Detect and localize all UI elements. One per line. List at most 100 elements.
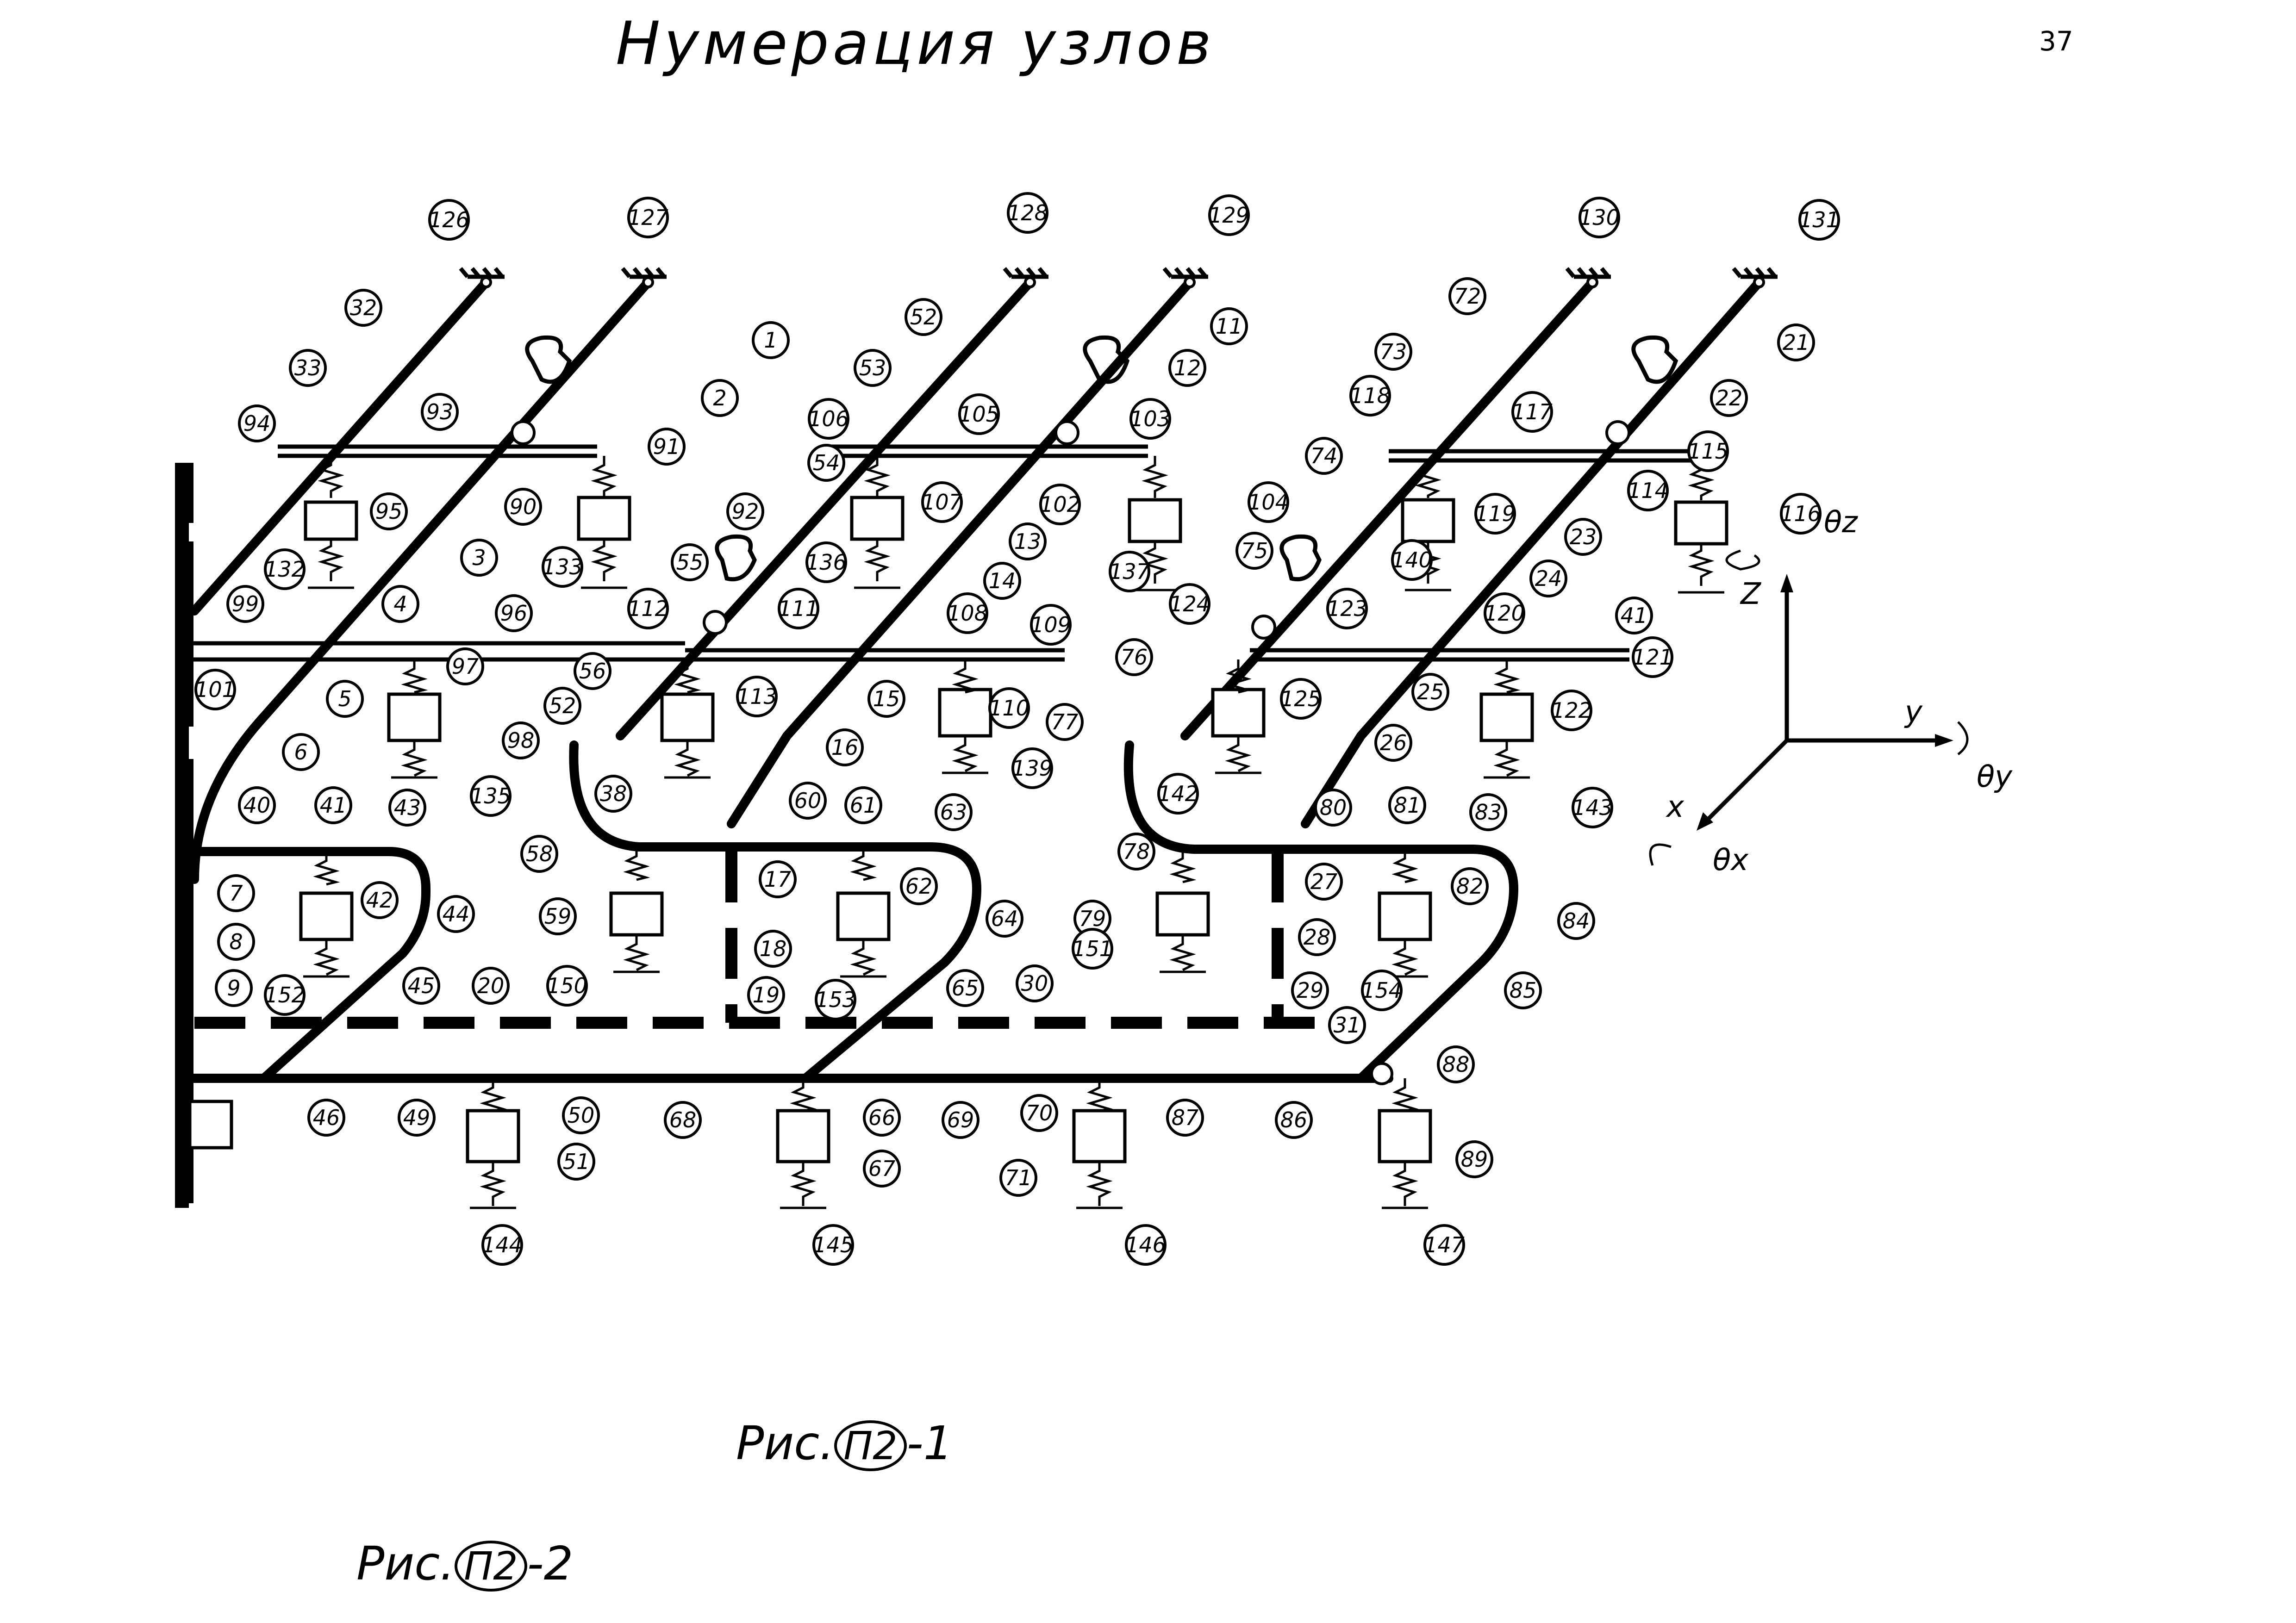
node-circle bbox=[1511, 391, 1553, 433]
node-callout-17: 17 bbox=[759, 860, 797, 898]
node-number: 86 bbox=[1280, 1107, 1308, 1132]
node-callout-33: 33 bbox=[289, 349, 327, 387]
node-number: 128 bbox=[1007, 200, 1048, 225]
node-callout-107: 107 bbox=[921, 481, 963, 523]
node-callout-14: 14 bbox=[983, 562, 1021, 600]
node-callout-99: 99 bbox=[226, 585, 264, 623]
node-circle bbox=[701, 379, 739, 417]
node-number: 53 bbox=[859, 355, 886, 380]
node-number: 82 bbox=[1456, 874, 1484, 899]
node-circle bbox=[1157, 773, 1199, 815]
node-number: 120 bbox=[1484, 601, 1525, 626]
x-axis-label: x bbox=[1666, 790, 1685, 824]
node-callout-136: 136 bbox=[805, 541, 847, 583]
node-callout-52: 52 bbox=[905, 298, 942, 336]
node-number: 84 bbox=[1563, 908, 1590, 933]
node-callout-30: 30 bbox=[1016, 964, 1054, 1002]
node-circle bbox=[664, 1101, 702, 1139]
node-callout-131: 131 bbox=[1798, 199, 1840, 241]
node-number: 44 bbox=[443, 902, 470, 927]
node-circle bbox=[1451, 867, 1489, 905]
node-circle bbox=[1115, 638, 1153, 676]
node-number: 11 bbox=[1216, 314, 1243, 339]
node-callout-62: 62 bbox=[900, 867, 938, 905]
node-number: 111 bbox=[778, 596, 819, 621]
node-number: 79 bbox=[1079, 906, 1106, 931]
node-callout-133: 133 bbox=[542, 546, 583, 588]
node-circle bbox=[1046, 703, 1084, 741]
node-callout-78: 78 bbox=[1117, 833, 1155, 871]
node-number: 97 bbox=[452, 654, 479, 679]
node-number: 99 bbox=[232, 591, 259, 616]
node-callout-96: 96 bbox=[495, 594, 533, 632]
node-circle bbox=[947, 592, 988, 634]
node-circle bbox=[1248, 481, 1289, 523]
node-circle bbox=[805, 541, 847, 583]
node-callout-22: 22 bbox=[1710, 379, 1748, 417]
node-number: 130 bbox=[1579, 205, 1620, 230]
node-circle bbox=[428, 199, 470, 241]
node-callout-28: 28 bbox=[1298, 918, 1336, 956]
node-circle bbox=[1437, 1045, 1475, 1083]
node-number: 52 bbox=[910, 305, 937, 330]
coordinate-axes: Z y x θz θy θx bbox=[1649, 505, 2013, 877]
node-callout-12: 12 bbox=[1168, 349, 1206, 387]
node-number: 127 bbox=[628, 205, 668, 230]
node-circle bbox=[1168, 349, 1206, 387]
node-circle bbox=[752, 321, 790, 359]
node-circle bbox=[1326, 588, 1368, 629]
node-callout-111: 111 bbox=[778, 588, 819, 629]
node-callout-32: 32 bbox=[344, 289, 382, 327]
node-callout-66: 66 bbox=[863, 1099, 901, 1137]
node-circle bbox=[1551, 690, 1592, 731]
node-circle bbox=[1448, 277, 1486, 315]
node-number: 2 bbox=[713, 386, 726, 410]
node-callout-52b: 52 bbox=[543, 687, 581, 725]
node-callout-65: 65 bbox=[946, 969, 984, 1007]
node-callout-41: 41 bbox=[314, 786, 352, 824]
node-circle bbox=[1469, 793, 1507, 831]
node-number: 42 bbox=[366, 888, 393, 913]
node-number: 70 bbox=[1026, 1101, 1053, 1126]
node-circle bbox=[1632, 636, 1673, 678]
node-callout-97: 97 bbox=[446, 647, 484, 685]
node-circle bbox=[326, 680, 364, 718]
node-callout-86: 86 bbox=[1275, 1101, 1313, 1139]
node-number: 87 bbox=[1172, 1105, 1199, 1130]
node-number: 151 bbox=[1072, 936, 1113, 961]
node-circle bbox=[900, 867, 938, 905]
node-circle bbox=[627, 197, 669, 238]
node-callout-123: 123 bbox=[1326, 588, 1368, 629]
node-callout-118: 118 bbox=[1349, 375, 1391, 417]
node-callout-53: 53 bbox=[854, 349, 892, 387]
node-number: 41 bbox=[1621, 603, 1648, 628]
node-callout-112: 112 bbox=[627, 588, 669, 629]
node-circle bbox=[958, 393, 1000, 435]
node-callout-143: 143 bbox=[1572, 787, 1613, 828]
node-circle bbox=[1210, 307, 1248, 345]
node-number: 73 bbox=[1380, 339, 1407, 364]
node-number: 126 bbox=[429, 207, 469, 232]
node-callout-113: 113 bbox=[736, 676, 778, 717]
node-number: 77 bbox=[1051, 709, 1079, 734]
valve-symbols bbox=[511, 335, 1678, 1085]
node-circle bbox=[594, 775, 632, 813]
node-number: 20 bbox=[477, 973, 505, 998]
node-circle bbox=[1504, 971, 1542, 1009]
node-callout-20: 20 bbox=[472, 967, 510, 1005]
node-number: 139 bbox=[1012, 756, 1053, 781]
node-circle bbox=[226, 585, 264, 623]
node-circle bbox=[815, 979, 856, 1020]
node-circle bbox=[470, 775, 512, 817]
node-circle bbox=[264, 548, 306, 590]
node-callout-125: 125 bbox=[1280, 678, 1322, 720]
node-number: 62 bbox=[905, 874, 933, 899]
node-circle bbox=[905, 298, 942, 336]
node-callout-27: 27 bbox=[1305, 863, 1343, 901]
node-callout-154: 154 bbox=[1361, 970, 1403, 1011]
node-number: 116 bbox=[1780, 501, 1821, 526]
node-number: 58 bbox=[526, 841, 553, 866]
node-circle bbox=[344, 289, 382, 327]
node-number: 85 bbox=[1510, 978, 1537, 1003]
